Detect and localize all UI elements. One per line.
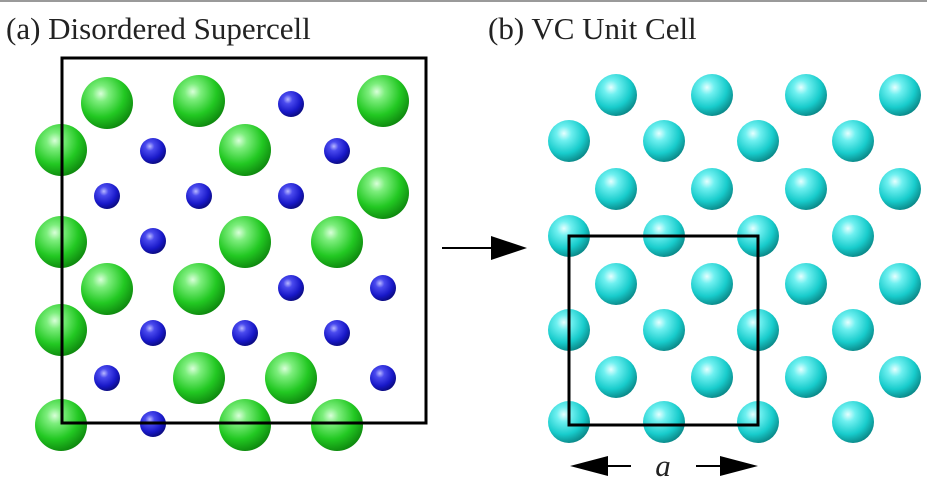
small-atom (278, 183, 304, 209)
large-atom (81, 77, 133, 129)
vc-atom (595, 74, 637, 116)
large-atom (173, 352, 225, 404)
large-atom (35, 399, 87, 451)
vc-atom (785, 168, 827, 210)
vc-atom (595, 263, 637, 305)
large-atom (219, 399, 271, 451)
vc-atom (691, 263, 733, 305)
vc-atom (691, 356, 733, 398)
lattice-parameter-label: a (655, 448, 671, 483)
small-atom (140, 138, 166, 164)
vc-atom (879, 74, 921, 116)
small-atom (140, 320, 166, 346)
vc-atom (832, 309, 874, 351)
right-arrowhead (720, 456, 758, 476)
small-atom (140, 228, 166, 254)
large-atom (265, 352, 317, 404)
vc-unit-cell-boundary (567, 234, 760, 427)
vc-atom (785, 74, 827, 116)
large-atom (357, 167, 409, 219)
vc-atom (785, 356, 827, 398)
large-atom (173, 263, 225, 315)
small-atom (278, 275, 304, 301)
small-atom (94, 365, 120, 391)
vc-atom (643, 309, 685, 351)
vc-atom (595, 356, 637, 398)
lattice-parameter-annotation: a (570, 448, 758, 483)
vc-atom (548, 120, 590, 162)
vc-atom (643, 120, 685, 162)
vc-atom (691, 74, 733, 116)
left-arrowhead (570, 456, 608, 476)
panel-b-title: (b) VC Unit Cell (488, 11, 697, 46)
vc-atom (832, 215, 874, 257)
small-atom (278, 91, 304, 117)
vc-atom (643, 401, 685, 443)
panel-a-title: (a) Disordered Supercell (6, 11, 311, 46)
transform-arrow (442, 236, 527, 260)
panel-b-vc-lattice (548, 74, 921, 443)
vc-atom (832, 401, 874, 443)
large-atom (311, 216, 363, 268)
vc-atom (879, 168, 921, 210)
small-atom (370, 365, 396, 391)
vc-atom (595, 168, 637, 210)
small-atom (370, 275, 396, 301)
large-atom (311, 399, 363, 451)
supercell-atoms (35, 75, 409, 451)
small-atom (94, 183, 120, 209)
small-atom (324, 138, 350, 164)
small-atom (324, 320, 350, 346)
large-atom (173, 75, 225, 127)
large-atom (219, 124, 271, 176)
panel-a-supercell (35, 56, 428, 451)
small-atom (186, 183, 212, 209)
supercell-boundary (60, 56, 428, 425)
vc-atom (879, 356, 921, 398)
vc-atom (879, 263, 921, 305)
large-atom (357, 75, 409, 127)
vc-atom (691, 168, 733, 210)
large-atom (81, 263, 133, 315)
vc-atom (785, 263, 827, 305)
large-atom (219, 216, 271, 268)
vc-atom (832, 120, 874, 162)
small-atom (232, 320, 258, 346)
vc-atom (737, 120, 779, 162)
vc-atoms (548, 74, 921, 443)
